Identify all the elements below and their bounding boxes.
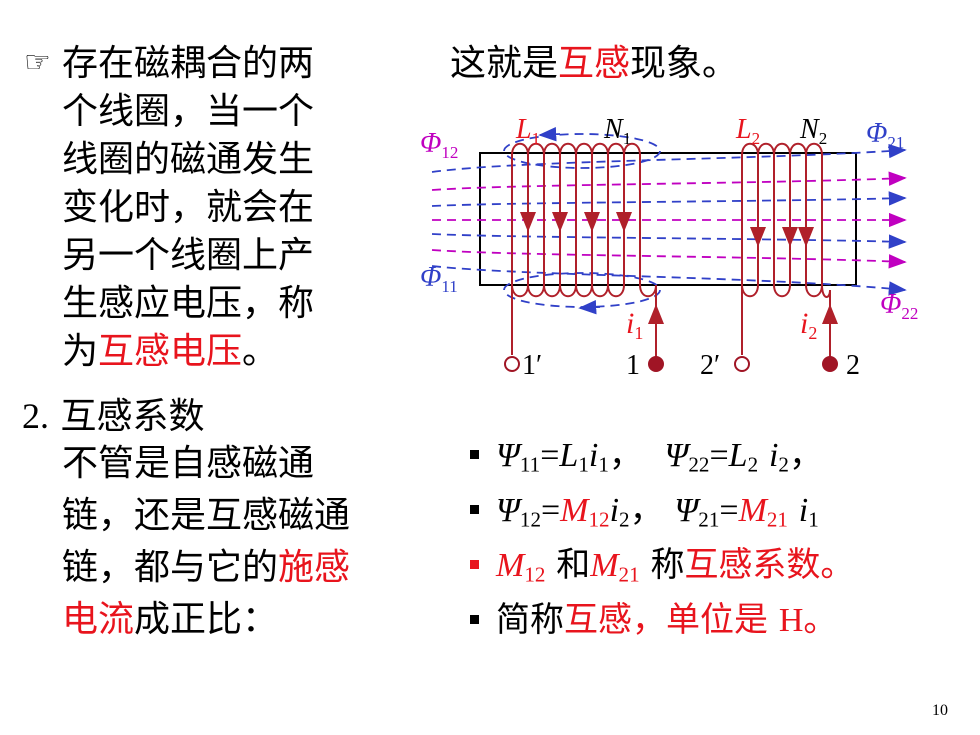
page-number: 10 (932, 702, 948, 719)
terminal-1 (648, 356, 664, 372)
proportional-paragraph: 不管是自感磁通链，还是互感磁通链，都与它的施感电流成正比： (62, 443, 351, 640)
coil-2-arrows (750, 220, 814, 247)
coil-1-arrows (520, 205, 632, 232)
bullet-square-icon (470, 505, 479, 514)
terminal-2-prime-label: 2′ (700, 350, 720, 381)
magnetic-core (479, 152, 857, 286)
terminal-2-prime (734, 356, 750, 372)
section-heading: 2. 互感系数 (22, 396, 205, 437)
N1-label: N1 (603, 114, 631, 148)
i1-label: i1 (626, 307, 643, 343)
coil-1 (511, 142, 657, 357)
L2-label: L2 (735, 114, 760, 148)
terminal-1-prime (504, 356, 520, 372)
intro-paragraph: 存在磁耦合的两个线圈，当一个线圈的磁通发生变化时，就会在另一个线圈上产生感应电压… (62, 43, 315, 372)
terminal-2 (822, 356, 838, 372)
pointing-hand-icon: ☞ (24, 45, 51, 80)
phi12-label: Φ12 (420, 128, 458, 162)
terminal-1-label: 1 (626, 350, 640, 381)
phi22-label: Φ22 (880, 289, 918, 323)
flux-lines (431, 143, 907, 296)
formula-list: Ψ11=L1i1， Ψ22=L2 i2， Ψ12=M12i2， Ψ21=M21 … (470, 428, 854, 648)
L1-label: L1 (515, 114, 540, 148)
list-item: Ψ12=M12i2， Ψ21=M21 i1 (470, 483, 854, 538)
list-item: 简称互感，单位是 H。 (470, 593, 854, 648)
list-item: Ψ11=L1i1， Ψ22=L2 i2， (470, 428, 854, 483)
i2-label: i2 (800, 307, 817, 343)
coil-2 (741, 142, 831, 357)
list-item: M12 和M21 称互感系数。 (470, 538, 854, 593)
bullet-square-icon (470, 560, 479, 569)
phenomenon-heading: 这就是互感现象。 (450, 43, 739, 84)
inducing-current-term: 施感电流 (62, 547, 351, 640)
phi11-label: Φ11 (420, 262, 458, 296)
N2-label: N2 (799, 114, 827, 148)
phi12-loop (503, 133, 661, 169)
bullet-square-icon (470, 450, 479, 459)
terminal-1-prime-label: 1′ (522, 350, 542, 381)
bullet-square-icon (470, 615, 479, 624)
terminal-2-label: 2 (846, 350, 860, 381)
mutual-voltage-term: 互感电压 (98, 331, 243, 372)
phi21-label: Φ21 (866, 118, 904, 152)
